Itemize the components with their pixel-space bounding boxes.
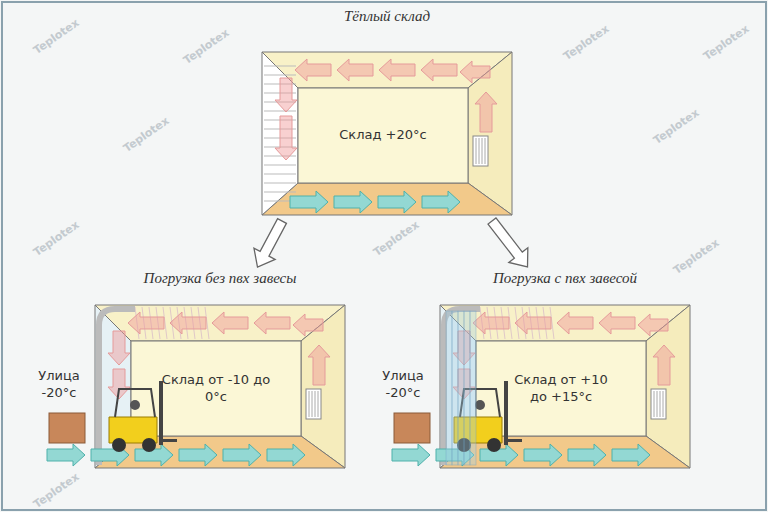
flow-arrow: [247, 215, 293, 272]
airflow-arrow: [473, 312, 509, 334]
airflow-arrow: [460, 61, 490, 83]
outdoor-temperature: Улица -20°с: [366, 368, 440, 402]
pvc-curtain-strip: [452, 311, 458, 465]
airflow-arrow: [170, 312, 206, 334]
airflow-arrow: [421, 59, 457, 81]
warehouse-node: Тёплый складСклад +20°с: [262, 8, 512, 215]
radiator-fin: [663, 391, 664, 417]
door-slat: [264, 66, 296, 67]
radiator: [473, 136, 488, 166]
pvc-curtain-strip: [464, 311, 470, 465]
door-slat: [264, 192, 296, 193]
room-temperature: Склад от +10 до +15°с: [505, 372, 617, 406]
airflow-arrow: [568, 444, 606, 466]
airflow-arrow: [557, 312, 593, 334]
radiator-fin: [660, 391, 661, 417]
pvc-curtain-strip: [446, 311, 452, 465]
room-caption-box: Склад от -10 до 0°с: [131, 372, 301, 406]
warehouse-room: [392, 305, 690, 468]
airflow-arrow: [108, 331, 130, 365]
pvc-curtain-strip: [470, 311, 476, 465]
radiator-fin: [482, 138, 483, 164]
airflow-arrow: [179, 444, 217, 466]
room-caption-box: Склад +20°с: [298, 127, 468, 144]
radiator-fin: [657, 391, 658, 417]
airflow-arrow: [223, 444, 261, 466]
forklift-wheel: [142, 438, 156, 452]
forklift-mast: [504, 381, 508, 445]
cargo-box: [394, 413, 430, 443]
airflow-arrow: [254, 312, 290, 334]
back-wall: [298, 88, 468, 183]
room-caption-box: Склад от +10 до +15°с: [476, 372, 646, 406]
forklift-wheel: [112, 438, 126, 452]
door-slat: [264, 174, 296, 175]
radiator-fin: [476, 138, 477, 164]
panel-heading: Погрузка без пвх завесы: [75, 270, 365, 287]
airflow-arrow: [524, 444, 562, 466]
door-slat: [264, 75, 296, 76]
warehouse-node: Погрузка с пвх завесойСклад от +10 до +1…: [440, 270, 690, 468]
radiator: [306, 389, 321, 419]
airflow-arrow: [515, 312, 551, 334]
radiator-fin: [315, 391, 316, 417]
airflow-arrow: [638, 314, 668, 336]
pvc-curtain-strip: [458, 311, 464, 465]
warehouse-node: Погрузка без пвх завесыСклад от -10 до 0…: [95, 270, 345, 468]
airflow-arrow: [653, 345, 675, 385]
airflow-arrow: [275, 116, 297, 160]
door-slat: [264, 156, 296, 157]
airflow-arrow: [392, 444, 430, 466]
warehouse-room: [262, 52, 512, 215]
airflow-arrow: [475, 92, 497, 132]
cargo-box: [49, 413, 85, 443]
airflow-arrow: [379, 59, 415, 81]
airflow-arrow: [290, 191, 328, 213]
radiator-fin: [312, 391, 313, 417]
forklift-driver: [475, 400, 485, 410]
forklift-wheel: [487, 438, 501, 452]
radiator-fin: [485, 138, 486, 164]
airflow-arrow: [128, 312, 164, 334]
radiator-fin: [479, 138, 480, 164]
outdoor-temperature: Улица -20°с: [22, 368, 96, 402]
radiator-fin: [318, 391, 319, 417]
airflow-arrow: [378, 191, 416, 213]
forklift-driver: [130, 400, 140, 410]
forklift-fork: [506, 439, 522, 442]
warehouse-room: [47, 305, 345, 468]
room-temperature: Склад от -10 до 0°с: [160, 372, 272, 406]
door-slat: [264, 111, 296, 112]
airflow-arrow: [275, 78, 297, 112]
airflow-arrow: [293, 314, 323, 336]
airflow-arrow: [267, 444, 305, 466]
radiator-fin: [309, 391, 310, 417]
radiator-fin: [654, 391, 655, 417]
airflow-arrow: [212, 312, 248, 334]
forklift-mast: [159, 381, 163, 445]
airflow-arrow: [47, 444, 85, 466]
airflow-arrow: [337, 59, 373, 81]
forklift-cab: [115, 389, 155, 417]
panel-heading: Тёплый склад: [242, 8, 532, 25]
airflow-arrow: [422, 191, 460, 213]
flow-arrow: [483, 214, 537, 275]
airflow-arrow: [295, 59, 331, 81]
door-frame: [444, 309, 480, 465]
panel-heading: Погрузка с пвх завесой: [420, 270, 710, 287]
airflow-arrow: [599, 312, 635, 334]
gate-door: [262, 52, 298, 215]
door-slat: [264, 183, 296, 184]
airflow-arrow: [308, 345, 330, 385]
airflow-arrow: [612, 444, 650, 466]
floor: [262, 183, 512, 215]
forklift-fork: [161, 439, 177, 442]
door-slat: [264, 165, 296, 166]
airflow-arrow: [334, 191, 372, 213]
radiator: [651, 389, 666, 419]
room-temperature: Склад +20°с: [339, 127, 426, 144]
